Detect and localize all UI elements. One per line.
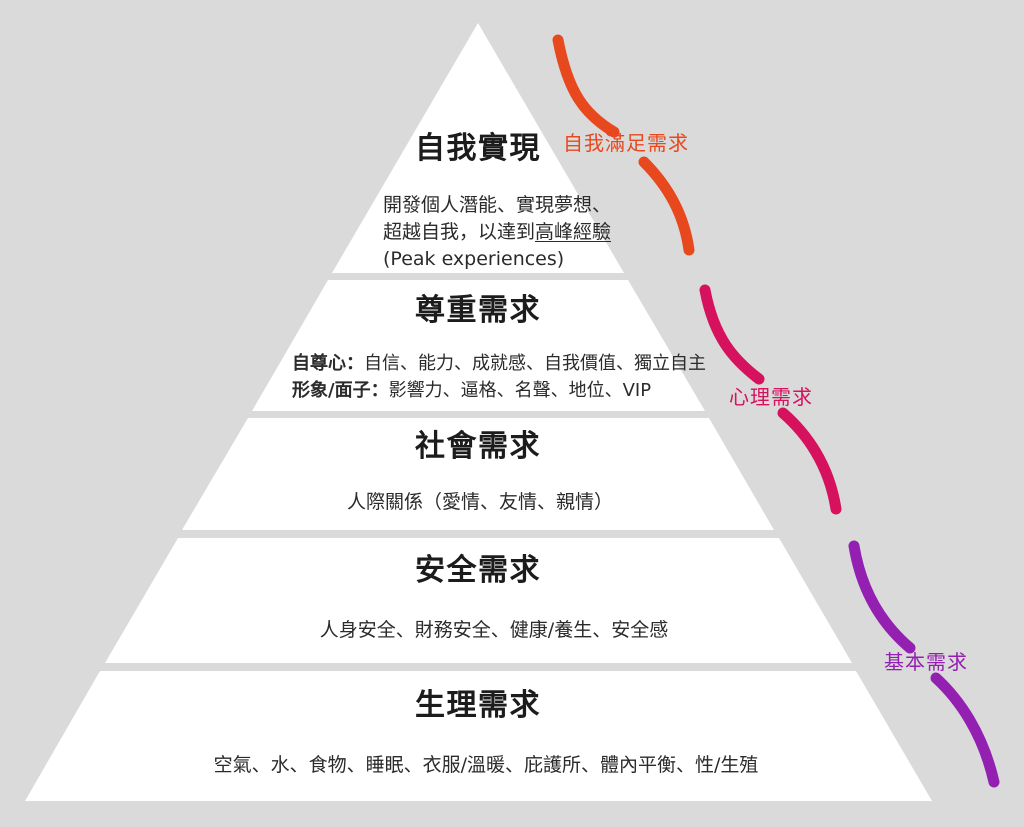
pyramid-level-2-shape bbox=[252, 280, 705, 411]
pyramid-level-1-shape bbox=[332, 23, 624, 273]
level-3-title: 社會需求 bbox=[415, 429, 541, 464]
desc-text: 超越自我，以達到 bbox=[383, 221, 536, 243]
desc-lead-in: 形象/面子： bbox=[292, 380, 389, 401]
bracket-label-self-fulfillment-needs: 自我滿足需求 bbox=[563, 131, 689, 155]
desc-text: 影響力、逼格、名聲、地位、VIP bbox=[388, 380, 652, 401]
level-2-description: 自尊心：自信、能力、成就感、自我價值、獨立自主 形象/面子：影響力、逼格、名聲、… bbox=[292, 350, 706, 404]
level-1-desc-line-1: 開發個人潛能、實現夢想、 bbox=[383, 192, 611, 219]
bracket-self-fulfillment-curve-top bbox=[552, 34, 620, 138]
bracket-psychological-curve-top bbox=[699, 284, 765, 385]
desc-lead-in: 自尊心： bbox=[292, 353, 364, 374]
bracket-label-basic-needs: 基本需求 bbox=[884, 650, 968, 674]
level-5-title: 生理需求 bbox=[415, 688, 541, 723]
level-2-desc-line-2: 形象/面子：影響力、逼格、名聲、地位、VIP bbox=[292, 377, 706, 404]
desc-text: (Peak experiences) bbox=[383, 248, 565, 270]
level-2-desc-line-1: 自尊心：自信、能力、成就感、自我價值、獨立自主 bbox=[292, 350, 706, 377]
desc-text: 自信、能力、成就感、自我價值、獨立自主 bbox=[364, 353, 706, 374]
level-1-desc-line-2: 超越自我，以達到高峰經驗 bbox=[383, 219, 611, 246]
pyramid-level-3-shape bbox=[182, 418, 774, 530]
level-4-description: 人身安全、財務安全、健康/養生、安全感 bbox=[319, 619, 669, 641]
bracket-psychological-curve-bottom bbox=[777, 407, 842, 515]
level-3-description: 人際關係（愛情、友情、親情） bbox=[346, 491, 614, 513]
level-5-description: 空氣、水、食物、睡眠、衣服/溫暖、庇護所、體內平衡、性/生殖 bbox=[213, 754, 759, 776]
level-4-title: 安全需求 bbox=[415, 553, 541, 588]
bracket-basic-curve-bottom bbox=[930, 672, 1000, 788]
level-2-title: 尊重需求 bbox=[415, 293, 541, 328]
bracket-label-psychological-needs: 心理需求 bbox=[729, 385, 813, 409]
desc-text: 開發個人潛能、實現夢想、 bbox=[383, 194, 612, 216]
pyramid-level-4-shape bbox=[105, 538, 852, 663]
level-1-title: 自我實現 bbox=[415, 131, 541, 166]
level-1-description: 開發個人潛能、實現夢想、 超越自我，以達到高峰經驗 (Peak experien… bbox=[383, 192, 611, 273]
pyramid-level-5-shape bbox=[25, 671, 932, 801]
underlined-term: 高峰經驗 bbox=[535, 221, 612, 243]
bracket-basic-curve-top bbox=[848, 540, 916, 654]
level-1-desc-line-3: (Peak experiences) bbox=[383, 246, 611, 273]
bracket-self-fulfillment-curve-bottom bbox=[638, 156, 695, 256]
